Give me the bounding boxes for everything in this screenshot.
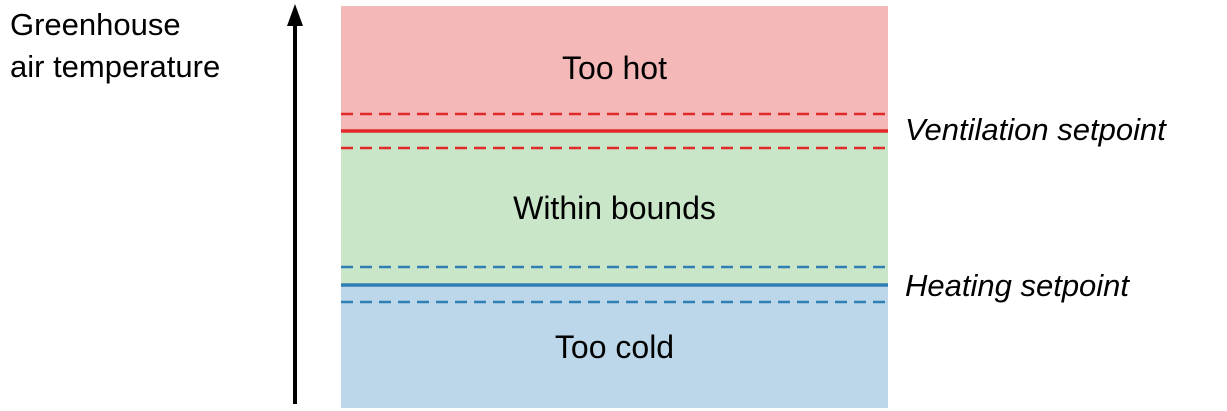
temperature-zones: Too hot Within bounds Too cold xyxy=(341,6,888,408)
zone-too-hot: Too hot xyxy=(341,6,888,131)
zone-within-bounds-label: Within bounds xyxy=(513,190,716,226)
axis-label-line-2: air temperature xyxy=(10,49,221,84)
zone-too-hot-label: Too hot xyxy=(562,50,667,86)
setpoint-lines xyxy=(341,112,888,304)
zone-too-cold-label: Too cold xyxy=(554,328,675,365)
heating-setpoint-label: Heating setpoint xyxy=(905,268,1130,303)
ventilation-setpoint-label: Ventilation setpoint xyxy=(905,112,1166,147)
axis-label-line-1: Greenhouse xyxy=(10,7,181,42)
axis-up-arrow-icon xyxy=(287,4,303,404)
zone-too-cold: Too cold xyxy=(341,286,888,408)
axis-label: Greenhouse air temperature xyxy=(10,4,220,88)
zone-within-bounds: Within bounds xyxy=(341,131,888,286)
